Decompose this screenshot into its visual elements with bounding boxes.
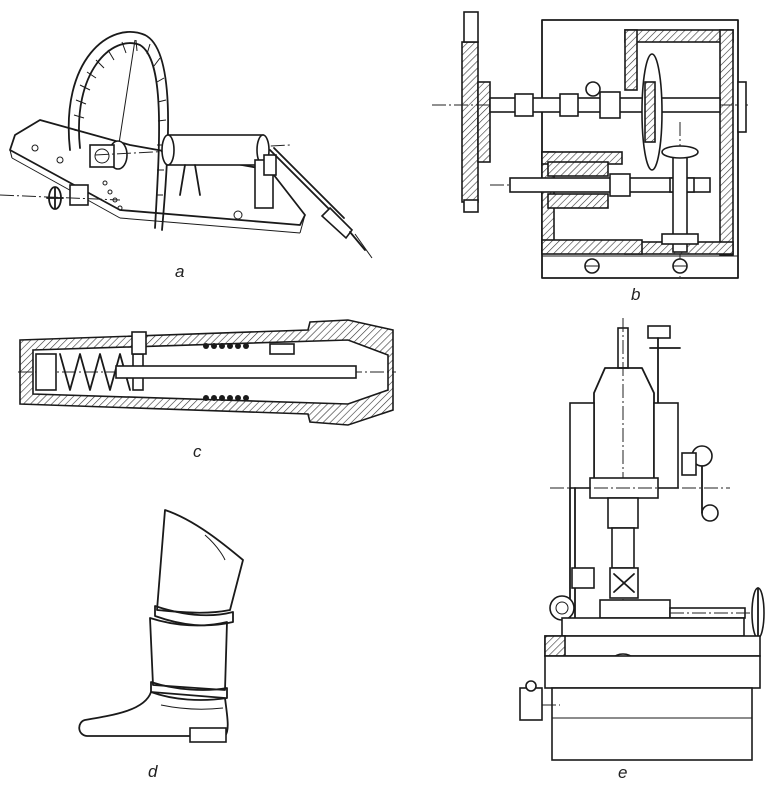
panel-e-drawing bbox=[490, 318, 774, 763]
panel-b-drawing bbox=[430, 2, 760, 282]
panel-a-label: a bbox=[175, 262, 185, 281]
panel-c-drawing bbox=[18, 310, 398, 440]
panel-d-drawing bbox=[75, 500, 255, 755]
panel-d-label: d bbox=[148, 762, 158, 781]
panel-b-label: b bbox=[631, 285, 641, 304]
panel-c-label: c bbox=[193, 442, 202, 461]
panel-e-label: e bbox=[618, 763, 628, 782]
panel-a-drawing bbox=[0, 20, 390, 260]
